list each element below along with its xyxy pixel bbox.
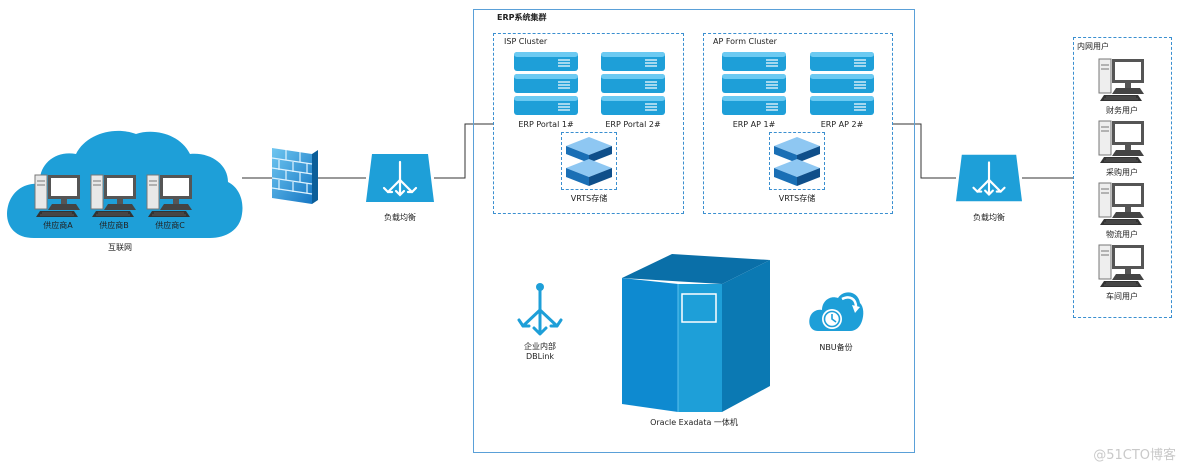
dblink-label-line2: DBLink (525, 352, 555, 361)
exadata-label: Oracle Exadata 一体机 (650, 418, 738, 427)
intranet-user-computer: 物流用户 (1098, 180, 1146, 239)
server-rack: ERP Portal 1# (514, 52, 578, 129)
supplier-computer: 供应商B (90, 172, 138, 230)
intranet-user-computer: 采购用户 (1098, 118, 1146, 177)
intranet-users-box (1073, 37, 1172, 318)
nbu-backup-label: NBU备份 (819, 343, 853, 352)
dblink-label: 企业内部 DBLink (510, 342, 570, 362)
internet-label: 互联网 (108, 243, 132, 252)
supplier-label: 供应商C (155, 221, 185, 230)
erp-cluster-box (473, 9, 915, 453)
ap-cluster-title: AP Form Cluster (713, 37, 777, 46)
exadata-icon (622, 254, 770, 412)
supplier-label: 供应商A (43, 221, 73, 230)
intranet-user-label: 物流用户 (1106, 230, 1138, 239)
load-balancer-right-icon (956, 154, 1022, 202)
supplier-computer: 供应商C (146, 172, 194, 230)
server-label: ERP Portal 1# (518, 120, 574, 129)
dblink-label-line1: 企业内部 (524, 342, 556, 351)
dblink-icon (517, 283, 563, 336)
erp-cluster-title: ERP系统集群 (497, 13, 547, 22)
intranet-user-label: 车间用户 (1106, 292, 1138, 301)
ap-storage-icon (774, 137, 820, 186)
intranet-user-label: 财务用户 (1106, 106, 1138, 115)
server-rack: ERP AP 1# (722, 52, 786, 129)
load-balancer-left-label: 负载均衡 (384, 213, 416, 222)
intranet-users-title: 内网用户 (1077, 42, 1109, 51)
server-label: ERP AP 1# (732, 120, 776, 129)
ap-cluster-box (703, 33, 893, 214)
server-icon (601, 52, 665, 120)
computer-icon (34, 172, 82, 222)
isp-cluster-box (493, 33, 684, 214)
computer-icon (1098, 180, 1146, 230)
firewall-icon (272, 148, 318, 204)
link-ap-lb (893, 123, 956, 179)
server-label: ERP Portal 2# (605, 120, 661, 129)
server-rack: ERP Portal 2# (601, 52, 665, 129)
load-balancer-left-icon (366, 154, 434, 202)
isp-storage-label: VRTS存储 (570, 194, 608, 203)
server-icon (810, 52, 874, 120)
load-balancer-right-label: 负载均衡 (973, 213, 1005, 222)
computer-icon (1098, 56, 1146, 106)
isp-cluster-title: ISP Cluster (504, 37, 548, 46)
server-rack: ERP AP 2# (810, 52, 874, 129)
isp-storage-icon (566, 137, 612, 186)
watermark: @51CTO博客 (1093, 448, 1176, 463)
server-label: ERP AP 2# (820, 120, 864, 129)
computer-icon (146, 172, 194, 222)
computer-icon (1098, 118, 1146, 168)
intranet-user-label: 采购用户 (1106, 168, 1138, 177)
supplier-label: 供应商B (99, 221, 129, 230)
isp-storage-frame (561, 132, 617, 190)
ap-storage-frame (769, 132, 825, 190)
supplier-computer: 供应商A (34, 172, 82, 230)
server-icon (514, 52, 578, 120)
computer-icon (90, 172, 138, 222)
computer-icon (1098, 242, 1146, 292)
nbu-backup-icon (809, 292, 864, 331)
server-icon (722, 52, 786, 120)
link-lb-isp (434, 123, 493, 179)
intranet-user-computer: 财务用户 (1098, 56, 1146, 115)
intranet-user-computer: 车间用户 (1098, 242, 1146, 301)
ap-storage-label: VRTS存储 (778, 194, 816, 203)
